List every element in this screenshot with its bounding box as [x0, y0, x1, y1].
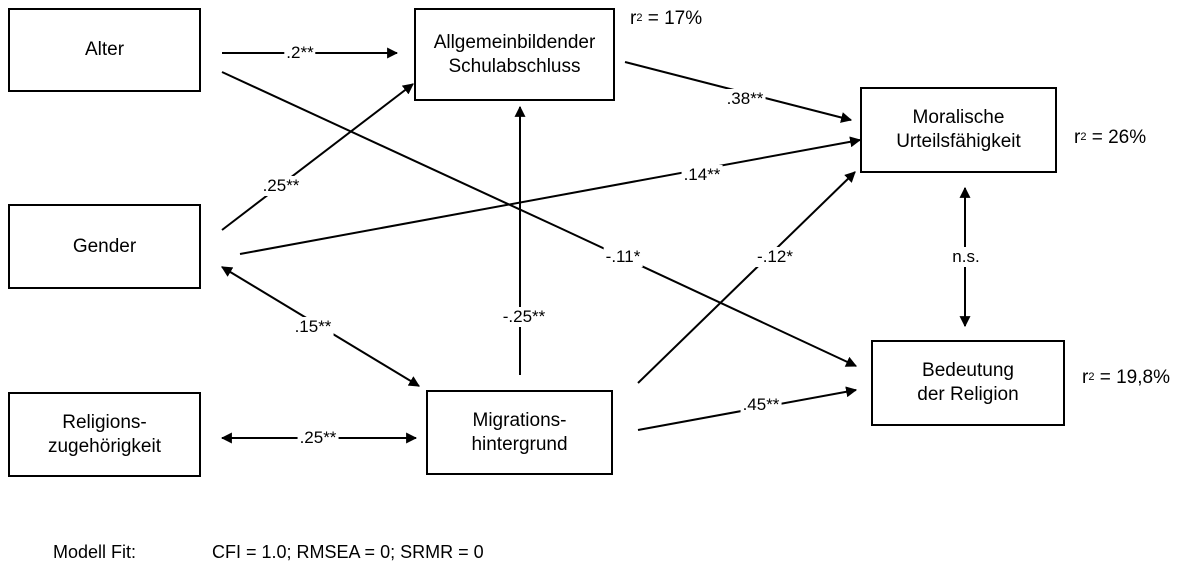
r2-exponent: 2: [1080, 131, 1087, 143]
label-alter-bedeutung-religion: -.11*: [603, 247, 643, 267]
model-fit-values: CFI = 1.0; RMSEA = 0; SRMR = 0: [212, 542, 484, 562]
r2-schulabschluss: r2 = 17%: [630, 8, 702, 32]
label-migration-bedeutung-religion: .45**: [740, 395, 782, 415]
label-urteilsfaehigkeit-bedeutung-religion: n.s.: [950, 247, 982, 267]
r2-prefix: r: [1082, 367, 1089, 388]
node-bedeutung-religion: Bedeutung der Religion: [871, 340, 1065, 426]
node-gender: Gender: [8, 204, 201, 289]
r2-value: = 17%: [642, 8, 703, 29]
model-fit-label: Modell Fit:: [53, 542, 137, 562]
node-migrationshintergrund: Migrations- hintergrund: [426, 390, 613, 475]
r2-exponent: 2: [636, 12, 643, 24]
r2-bedeutung-religion: r2 = 19,8%: [1082, 367, 1170, 391]
r2-prefix: r: [1074, 127, 1081, 148]
path-gender-schulabschluss: [221, 83, 414, 231]
label-gender-migration: .15**: [292, 317, 334, 337]
label-migration-schulabschluss: -.25**: [500, 307, 548, 327]
label-migration-urteilsfaehigkeit: -.12*: [755, 247, 795, 267]
label-alter-schulabschluss: .2**: [284, 43, 316, 63]
label-gender-urteilsfaehigkeit: .14**: [681, 165, 723, 185]
r2-value: = 19,8%: [1094, 367, 1170, 388]
r2-exponent: 2: [1088, 371, 1095, 383]
r2-prefix: r: [630, 8, 637, 29]
r2-value: = 26%: [1086, 127, 1147, 148]
path-migration-urteilsfaehigkeit: [637, 171, 856, 384]
r2-urteilsfaehigkeit: r2 = 26%: [1074, 127, 1146, 151]
node-religionszugehoerigkeit: Religions- zugehörigkeit: [8, 392, 201, 477]
label-schulabschluss-urteilsfaehigkeit: .38**: [724, 89, 766, 109]
path-gender-urteilsfaehigkeit: [239, 136, 862, 255]
label-religionszugehoerigkeit-migration: .25**: [297, 428, 339, 448]
node-alter: Alter: [8, 8, 201, 92]
node-schulabschluss: Allgemeinbildender Schulabschluss: [414, 8, 615, 101]
path-alter-bedeutung-religion: [221, 71, 857, 367]
label-gender-schulabschluss: .25**: [260, 176, 302, 196]
node-urteilsfaehigkeit: Moralische Urteilsfähigkeit: [860, 87, 1057, 173]
